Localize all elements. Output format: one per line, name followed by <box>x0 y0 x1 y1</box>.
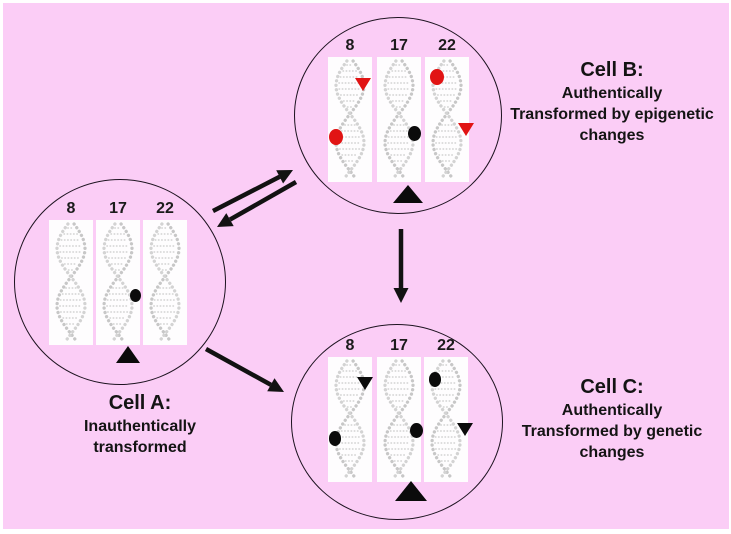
cell-a-caption-title: Cell A: <box>108 392 172 414</box>
cell-c-caption: Cell C: Authentically Transformed by gen… <box>495 375 729 463</box>
cell-c-chromosome-22-label: 22 <box>437 337 455 354</box>
cell-b-caption-line: Authentically <box>561 85 663 102</box>
cell-a-caption-line: transformed <box>93 439 187 456</box>
marker-triangle-down-black <box>356 376 373 390</box>
cell-b-caption-line: Transformed by epigenetic <box>510 106 714 123</box>
cell-c-chromosome-8-box <box>328 357 373 482</box>
cell-a-chromosome-22-box <box>143 220 187 345</box>
marker-circle-red <box>329 129 343 145</box>
marker-circle-black <box>129 288 141 302</box>
cell-c-caption-line: Transformed by genetic <box>521 423 703 440</box>
cell-a-chromosome-8-label: 8 <box>66 200 76 217</box>
cell-b-caption: Cell B: Authentically Transformed by epi… <box>495 58 729 146</box>
cell-c-chromosome-17-box <box>377 357 423 482</box>
cell-c-membrane-circle <box>291 324 503 520</box>
cell-a-size-triangle <box>116 345 140 363</box>
marker-triangle-down-red <box>355 77 372 91</box>
cell-a-chromosome-17-box <box>96 220 141 345</box>
cell-c-caption-line: Authentically <box>561 402 663 419</box>
cell-b-size-triangle <box>393 185 423 203</box>
dna-helix <box>55 222 87 343</box>
cell-a-caption: Cell A: Inauthentically transformed <box>32 391 248 458</box>
cell-a-chromosome-22-label: 22 <box>156 200 174 217</box>
cell-a-chromosome-8-box <box>49 220 93 345</box>
marker-circle-black <box>428 372 442 387</box>
dna-helix <box>102 222 134 343</box>
cell-a-chromosome-17-label: 17 <box>109 200 127 217</box>
cell-b-caption-line: changes <box>579 127 645 144</box>
cell-c-chromosome-17-label: 17 <box>390 337 408 354</box>
marker-circle-red <box>430 69 444 85</box>
dna-helix <box>334 59 366 180</box>
cell-c-chromosome-22-box <box>424 357 473 482</box>
cell-b-chromosome-17-label: 17 <box>390 37 408 54</box>
cell-b-chromosome-8-box <box>328 57 372 182</box>
cell-b-caption-title: Cell B: <box>580 59 644 81</box>
cell-c-caption-line: changes <box>579 444 645 461</box>
cell-b-chromosome-17-box <box>377 57 421 182</box>
marker-triangle-down-red <box>457 122 474 136</box>
cell-b-chromosome-22-label: 22 <box>438 37 456 54</box>
cell-c-chromosome-8-label: 8 <box>345 337 355 354</box>
cell-c-caption-title: Cell C: <box>580 376 644 398</box>
dna-helix <box>383 359 415 480</box>
cell-c-size-triangle <box>394 481 427 501</box>
marker-circle-black <box>328 430 342 446</box>
cell-a-membrane-circle <box>14 179 226 385</box>
marker-circle-black <box>408 125 421 141</box>
marker-triangle-down-black <box>456 422 473 436</box>
marker-circle-black <box>409 423 423 439</box>
dna-helix <box>149 222 181 343</box>
cell-b-membrane-circle <box>294 17 502 214</box>
cell-b-chromosome-22-box <box>425 57 474 182</box>
dna-helix <box>383 59 415 180</box>
cell-a-caption-line: Inauthentically <box>83 418 197 435</box>
cell-b-chromosome-8-label: 8 <box>345 37 355 54</box>
